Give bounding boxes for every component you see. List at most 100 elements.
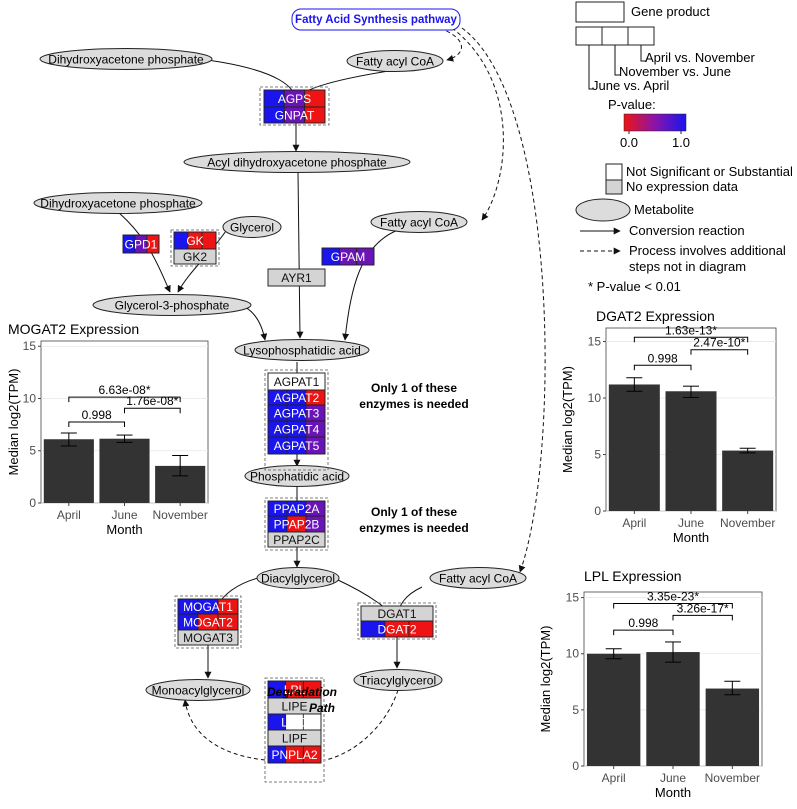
gene-lipc[interactable]: LIPC bbox=[267, 713, 322, 731]
x-tick-label: June bbox=[678, 516, 704, 530]
gene-agpat2[interactable]: AGPAT2 bbox=[267, 389, 326, 406]
significance-bracket bbox=[613, 629, 674, 636]
bar-april bbox=[608, 384, 660, 511]
metabolite-dhap2: Dihydroxyacetone phosphate bbox=[33, 192, 203, 214]
metabolite-label: Monoacylglycerol bbox=[152, 684, 245, 698]
metabolite-label: Acyl dihydroxyacetone phosphate bbox=[207, 156, 387, 170]
gene-label: AGPAT4 bbox=[274, 423, 320, 437]
pathway-link[interactable]: Fatty Acid Synthesis pathway bbox=[291, 8, 461, 31]
metabolite-label: Glycerol-3-phosphate bbox=[115, 299, 230, 313]
legend-metabolite-swatch bbox=[575, 198, 631, 222]
gene-label: DGAT2 bbox=[377, 623, 416, 637]
gene-gpam[interactable]: GPAM bbox=[321, 247, 375, 266]
metabolite-label: Fatty acyl CoA bbox=[356, 55, 434, 69]
group-ppap bbox=[264, 497, 329, 551]
gene-label: MOGAT3 bbox=[183, 631, 233, 645]
metabolite-pa: Phosphatidic acid bbox=[244, 465, 350, 487]
gene-gnpat[interactable]: GNPAT bbox=[263, 106, 326, 124]
metabolite-facoa2: Fatty acyl CoA bbox=[370, 211, 468, 233]
x-tick-label: November bbox=[152, 508, 207, 522]
gene-label: LIPE bbox=[281, 700, 307, 714]
gene-ppap2c[interactable]: PPAP2C bbox=[267, 531, 326, 548]
gene-box-border bbox=[122, 234, 160, 254]
significance-bracket bbox=[633, 364, 692, 371]
legend-process-line2: steps not in diagram bbox=[629, 259, 746, 274]
gene-gpd1[interactable]: GPD1 bbox=[122, 234, 160, 254]
gene-agpat5[interactable]: AGPAT5 bbox=[267, 436, 326, 455]
gene-gk[interactable]: GK bbox=[173, 231, 217, 250]
bar-november bbox=[705, 688, 760, 766]
legend-tick-june-april bbox=[588, 45, 593, 90]
gene-box-border bbox=[267, 436, 326, 455]
gene-ppap2b[interactable]: PPAP2B bbox=[267, 515, 326, 533]
gene-mogat2[interactable]: MOGAT2 bbox=[177, 613, 239, 631]
legend-pvalue-min: 0.0 bbox=[620, 135, 638, 150]
edge-adhap-to-lpa bbox=[296, 171, 304, 339]
legend-cell-november-june bbox=[601, 26, 629, 46]
y-tick-label: 10 bbox=[588, 391, 602, 405]
legend-tick-april-november bbox=[640, 45, 646, 62]
gene-lipe[interactable]: LIPE bbox=[267, 697, 322, 715]
gene-agpat3[interactable]: AGPAT3 bbox=[267, 404, 326, 422]
gene-label: AGPAT2 bbox=[274, 391, 320, 405]
legend-not-significant-swatch bbox=[605, 163, 623, 181]
bar-november bbox=[722, 450, 774, 511]
edge-g3p-to-lpa bbox=[239, 304, 268, 341]
gene-label: AGPAT1 bbox=[274, 375, 320, 389]
pathway-link-label[interactable]: Fatty Acid Synthesis pathway bbox=[295, 14, 457, 26]
edge-pathway-to-facoa2 bbox=[451, 27, 504, 221]
y-tick-label: 15 bbox=[566, 591, 580, 605]
gene-dgat1[interactable]: DGAT1 bbox=[360, 605, 434, 622]
x-tick-label: November bbox=[705, 771, 760, 785]
significance-label: 2.47e-10* bbox=[693, 336, 745, 350]
legend-no-expression-swatch bbox=[605, 179, 623, 195]
note-ppap-line2: enzymes is needed bbox=[359, 521, 468, 535]
gene-mogat3[interactable]: MOGAT3 bbox=[177, 629, 239, 646]
gene-label: LPL bbox=[284, 683, 306, 697]
legend-november-vs-june: November vs. June bbox=[619, 64, 731, 79]
group-gk bbox=[170, 229, 220, 267]
metabolite-dhap1: Dihydroxyacetone phosphate bbox=[39, 48, 213, 70]
significance-label: 6.63e-08* bbox=[98, 383, 150, 397]
gene-ppap2a[interactable]: PPAP2A bbox=[267, 500, 326, 517]
gene-agpat1[interactable]: AGPAT1 bbox=[267, 372, 326, 391]
legend: Gene product April vs. November November… bbox=[575, 1, 793, 294]
group-lipases bbox=[264, 677, 325, 783]
gene-label: AGPS bbox=[278, 92, 311, 106]
gene-agps[interactable]: AGPS bbox=[263, 89, 326, 108]
gene-label: GK2 bbox=[183, 250, 207, 264]
edge-degradation-to-mag bbox=[182, 699, 266, 761]
gene-gk2[interactable]: GK2 bbox=[173, 248, 217, 265]
legend-gene-product: Gene product bbox=[631, 4, 710, 19]
legend-process-line1: Process involves additional bbox=[629, 243, 786, 258]
bar-june bbox=[99, 438, 150, 503]
metabolite-label: Triacylglycerol bbox=[360, 674, 436, 688]
y-tick-label: 5 bbox=[572, 703, 579, 717]
metabolite-lpa: Lysophosphatidic acid bbox=[234, 339, 370, 361]
metabolite-mag: Monoacylglycerol bbox=[145, 679, 251, 701]
gene-lipf[interactable]: LIPF bbox=[267, 729, 322, 747]
legend-pvalue-gradient bbox=[623, 113, 687, 132]
gene-dgat2[interactable]: DGAT2 bbox=[360, 620, 434, 638]
bar-april bbox=[43, 439, 94, 503]
gene-agpat4[interactable]: AGPAT4 bbox=[267, 420, 326, 438]
metabolite-g3p: Glycerol-3-phosphate bbox=[92, 294, 252, 316]
legend-not-significant: Not Significant or Substantial bbox=[626, 164, 793, 179]
bar-june bbox=[665, 391, 717, 511]
gene-lpl[interactable]: LPL bbox=[267, 680, 322, 699]
gene-mogat1[interactable]: MOGAT1 bbox=[177, 598, 239, 615]
group-agps bbox=[259, 86, 330, 126]
gene-label: GNPAT bbox=[275, 109, 315, 123]
gene-label: MOGAT2 bbox=[183, 616, 233, 630]
y-tick-label: 5 bbox=[594, 448, 601, 462]
gene-pnpla2[interactable]: PNPLA2 bbox=[267, 745, 322, 764]
edge-pathway-to-facoa1 bbox=[439, 27, 462, 62]
gene-ayr1[interactable]: AYR1 bbox=[267, 268, 326, 287]
x-tick-label: June bbox=[111, 508, 137, 522]
note-degradation-line1: Degradation bbox=[267, 685, 337, 699]
x-tick-label: April bbox=[622, 516, 646, 530]
